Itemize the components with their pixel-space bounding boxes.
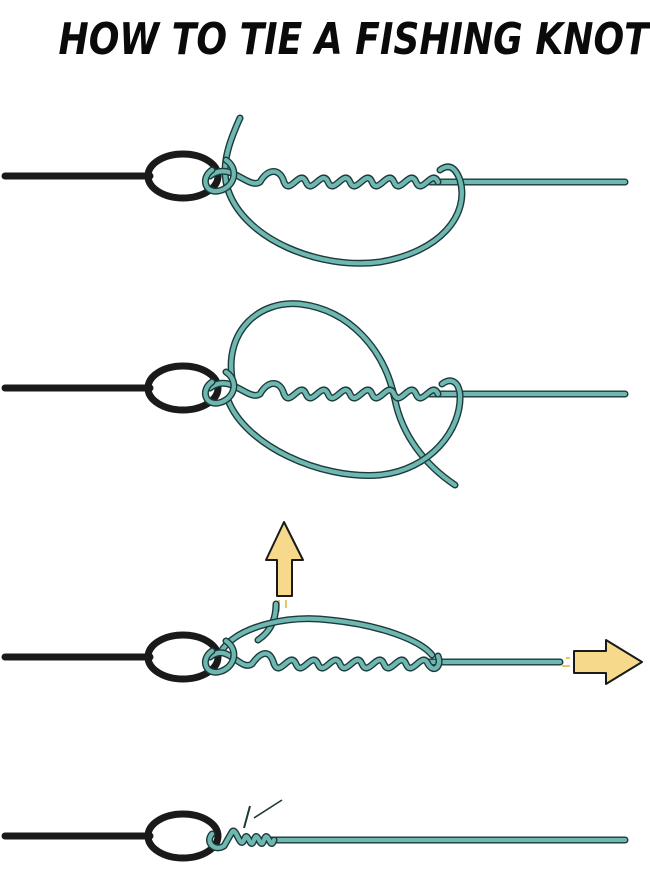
step-1 [1, 114, 629, 267]
page-title: HOW TO TIE A FISHING KNOT [58, 14, 649, 65]
step-3 [1, 600, 564, 683]
step-2 [1, 300, 629, 489]
hook-eye [144, 810, 222, 862]
hook-eye [144, 362, 222, 414]
hook-eye [144, 150, 222, 202]
step-4 [1, 799, 629, 862]
pull-right-arrow-icon [562, 639, 643, 685]
pull-up-arrow-icon [265, 521, 304, 612]
hook-eye [144, 631, 222, 683]
